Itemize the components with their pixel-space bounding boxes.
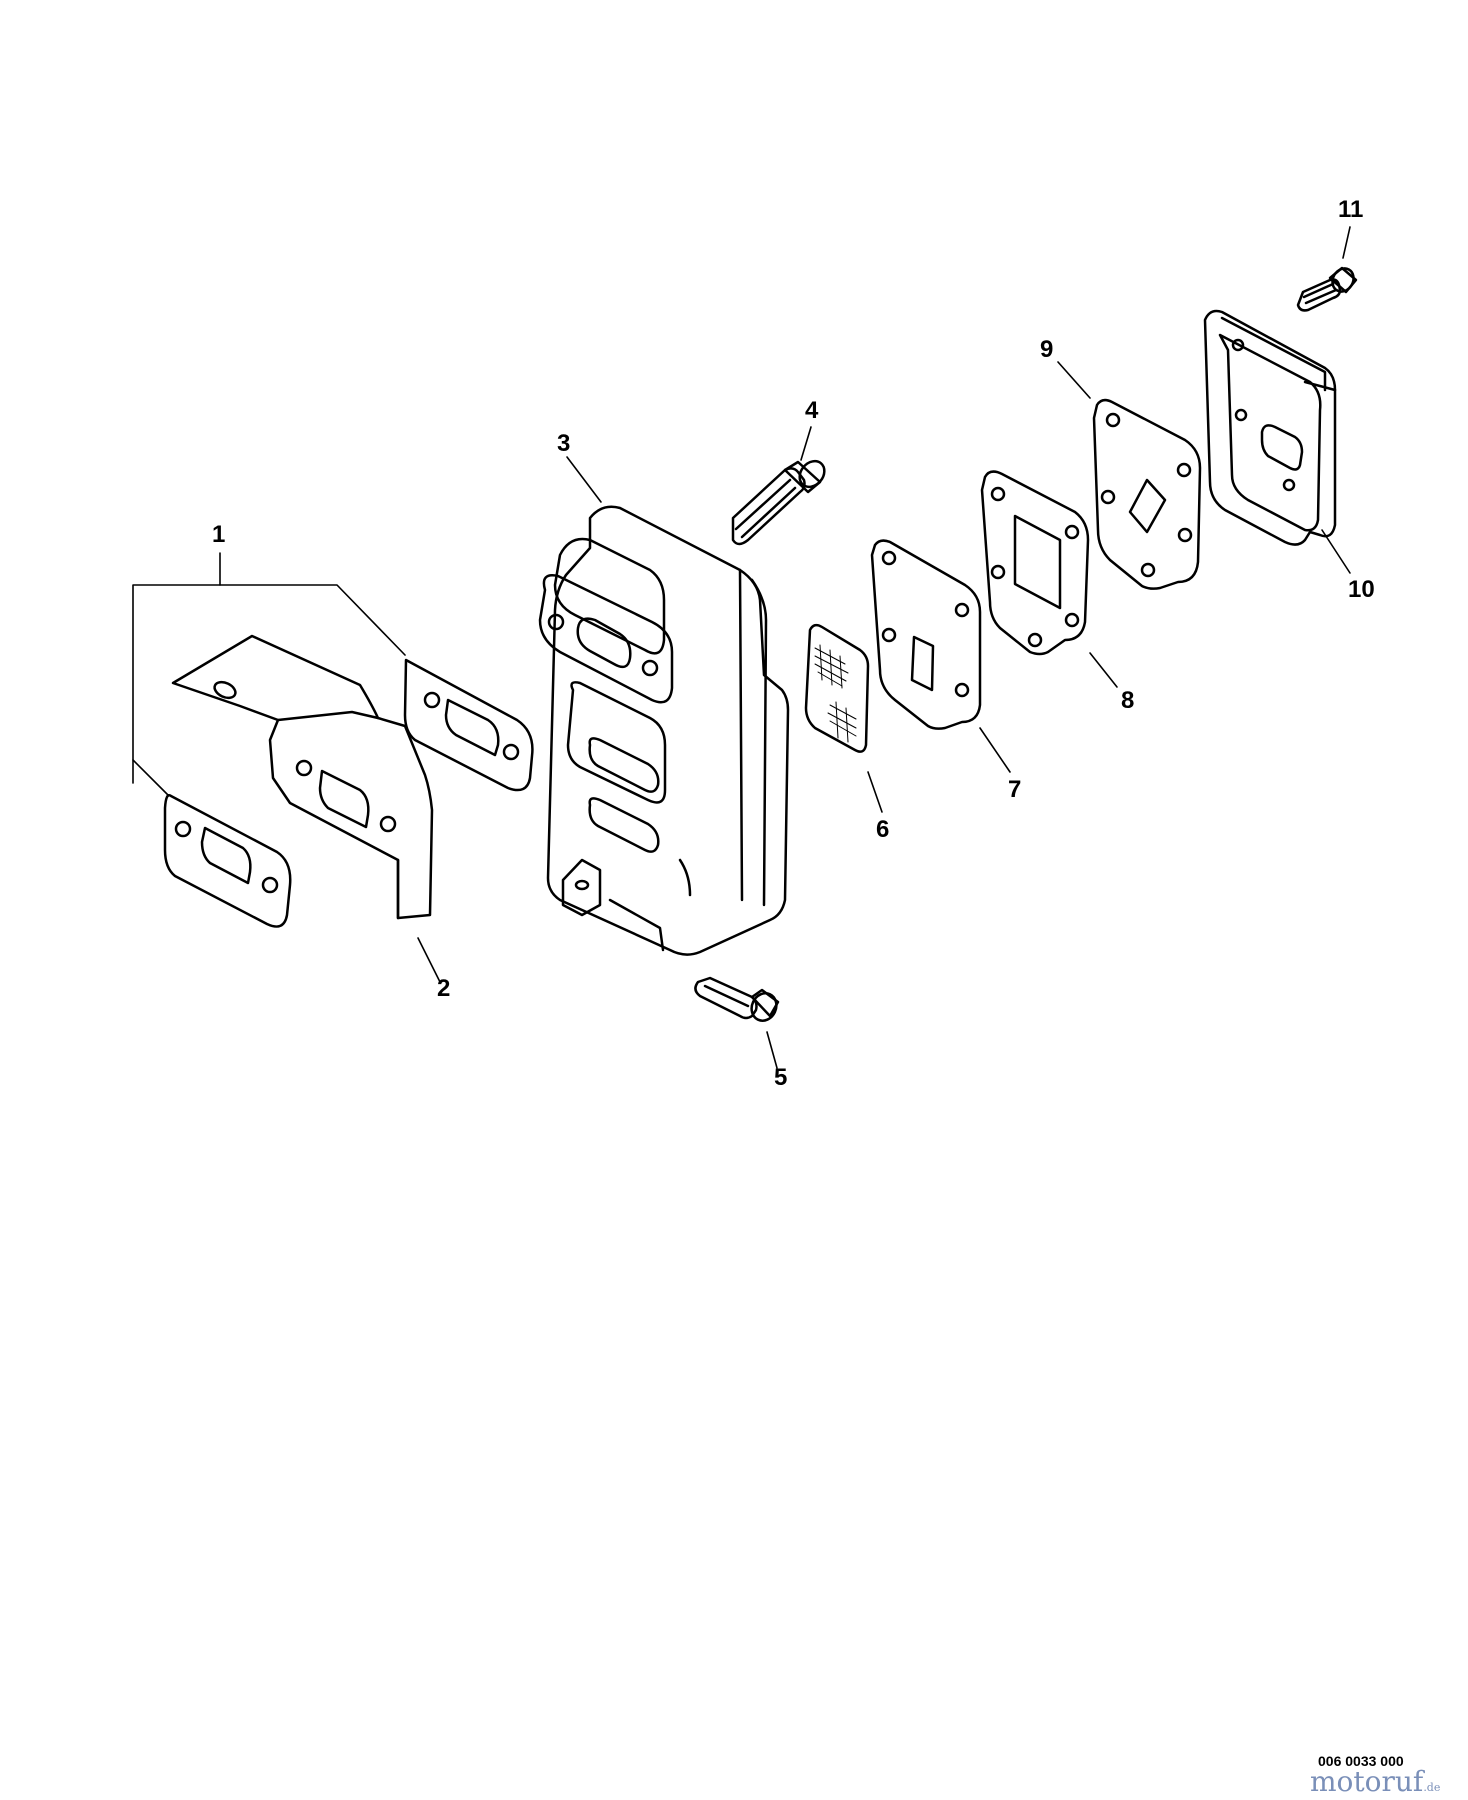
logo-name: motoruf — [1310, 1765, 1424, 1798]
callout-10: 10 — [1348, 576, 1375, 603]
callout-4: 4 — [805, 397, 819, 424]
callout-11: 11 — [1338, 196, 1364, 223]
drawing-code: 006 0033 000 — [1318, 1753, 1404, 1769]
part-1-gasket-lower — [163, 794, 292, 928]
watermark-logo: motoruf.de — [1310, 1768, 1440, 1796]
part-2-heat-shield — [171, 634, 434, 920]
mesh-pattern — [814, 644, 857, 743]
part-4-bolt — [731, 459, 826, 546]
callout-2: 2 — [437, 975, 451, 1002]
part-5-bolt — [694, 976, 780, 1022]
part-9-plate — [1092, 398, 1202, 590]
part-11-screw — [1296, 266, 1358, 312]
part-10-cover — [1203, 309, 1337, 546]
callout-9: 9 — [1040, 336, 1054, 363]
callout-5: 5 — [774, 1064, 788, 1091]
part-8-gasket — [980, 470, 1090, 656]
callout-8: 8 — [1121, 687, 1135, 714]
logo-tld: .de — [1423, 1781, 1441, 1794]
callout-7: 7 — [1008, 776, 1022, 803]
part-3-muffler — [538, 505, 790, 956]
callout-3: 3 — [557, 430, 571, 457]
part-7-plate — [870, 539, 982, 730]
part-6-screen — [804, 623, 870, 753]
callout-6: 6 — [876, 816, 890, 843]
callout-1: 1 — [212, 521, 226, 548]
